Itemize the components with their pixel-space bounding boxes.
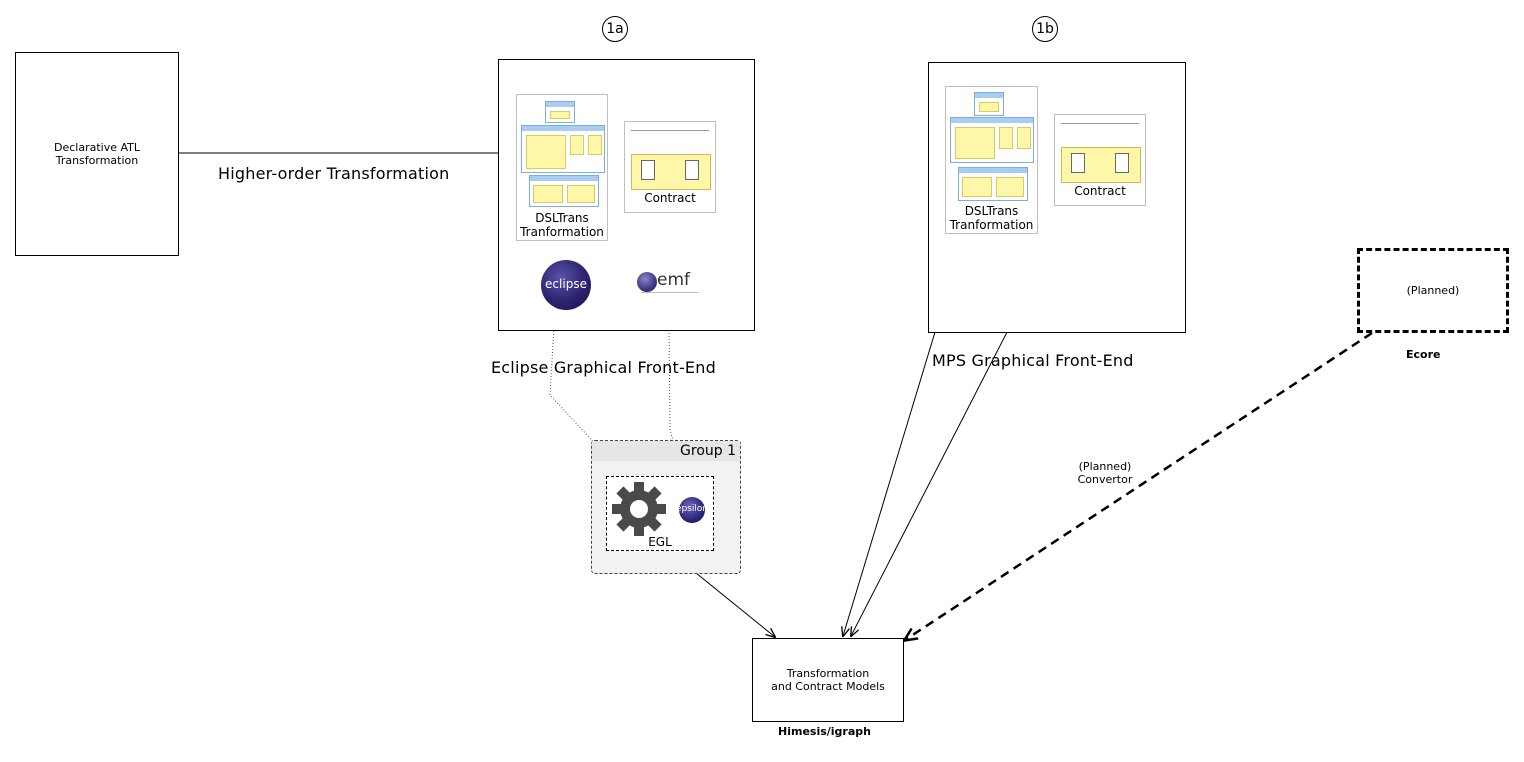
- eclipse-contract-caption: Contract: [644, 191, 696, 205]
- mps-dsltrans-thumbnail: DSLTrans Tranformation: [945, 86, 1038, 234]
- eclipse-contract-thumbnail: Contract: [624, 121, 716, 213]
- mps-contract-thumbnail: Contract: [1054, 114, 1146, 206]
- mps-contract-caption: Contract: [1074, 184, 1126, 198]
- atl-transformation-label: Declarative ATL Transformation: [53, 141, 140, 167]
- mps-frontend-title: MPS Graphical Front-End: [932, 351, 1134, 370]
- gear-icon: [612, 482, 666, 536]
- atl-transformation-box: Declarative ATL Transformation: [15, 52, 179, 256]
- eclipse-logo-icon: eclipse: [541, 260, 591, 310]
- group-1-title: Group 1: [592, 441, 740, 461]
- epsilon-logo-text: epsilon: [675, 504, 709, 514]
- planned-ecore-box: (Planned): [1357, 248, 1509, 333]
- ecore-caption: Ecore: [1406, 348, 1441, 361]
- eclipse-logo-text: eclipse: [545, 277, 587, 291]
- mps-frontend-box: DSLTrans Tranformation Contract: [928, 62, 1186, 333]
- eclipse-dsltrans-thumbnail: DSLTrans Tranformation: [516, 94, 608, 241]
- emf-logo-text: emf: [657, 270, 691, 290]
- hot-label: Higher-order Transformation: [218, 164, 450, 183]
- marker-1b: 1b: [1032, 16, 1058, 42]
- emf-logo-icon: emf: [637, 270, 703, 296]
- convertor-arrow: [905, 331, 1373, 640]
- eclipse-frontend-title: Eclipse Graphical Front-End: [491, 358, 716, 377]
- convertor-label: (Planned) Convertor: [1077, 460, 1133, 486]
- planned-label: (Planned): [1406, 284, 1460, 297]
- marker-1a: 1a: [602, 16, 628, 42]
- group-1-container: Group 1 epsilon EGL: [591, 440, 741, 574]
- eclipse-dsltrans-caption: DSLTrans Tranformation: [520, 211, 604, 239]
- models-caption: Himesis/igraph: [778, 725, 871, 738]
- eclipse-frontend-box: DSLTrans Tranformation Contract eclipse …: [498, 59, 755, 331]
- models-label: Transformation and Contract Models: [771, 667, 885, 693]
- models-box: Transformation and Contract Models: [752, 638, 904, 722]
- epsilon-logo-icon: epsilon: [676, 497, 708, 523]
- egl-box: epsilon EGL: [606, 476, 714, 551]
- mps-dsltrans-caption: DSLTrans Tranformation: [949, 204, 1034, 232]
- egl-label: EGL: [648, 535, 672, 549]
